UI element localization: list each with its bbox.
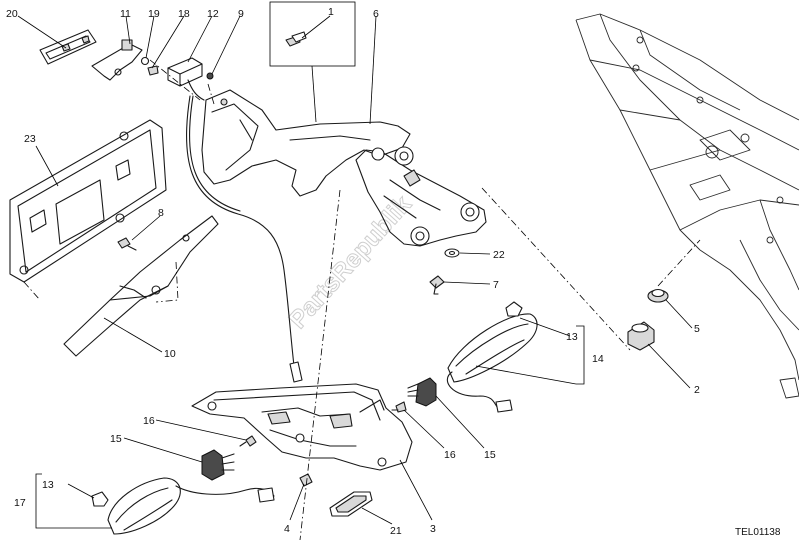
callout-15-left: 15 [110, 433, 122, 445]
callout-6: 6 [373, 8, 379, 20]
screw-8 [117, 237, 137, 251]
screw-7 [429, 275, 445, 295]
callout-16-right: 16 [444, 449, 456, 461]
callout-3: 3 [430, 523, 436, 535]
callout-1: 1 [328, 6, 334, 18]
screw-16-left [239, 435, 257, 447]
screw-16-right [391, 401, 407, 413]
callout-13-left: 13 [42, 479, 54, 491]
washer-22 [444, 248, 460, 258]
lower-undertray [191, 383, 413, 471]
rear-subframe [575, 13, 799, 399]
relay-unit [167, 57, 214, 101]
callout-8: 8 [158, 207, 164, 219]
grommet-2 [627, 321, 655, 351]
callout-21: 21 [390, 525, 402, 537]
callout-12: 12 [207, 8, 219, 20]
callout-2: 2 [694, 384, 700, 396]
callout-5: 5 [694, 323, 700, 335]
callout-labels: 20 11 19 18 12 9 1 6 23 8 10 22 7 5 2 13… [6, 6, 700, 537]
callout-20: 20 [6, 8, 18, 20]
detail-box [269, 1, 356, 67]
assembly-lines [23, 59, 701, 540]
reflector [329, 491, 373, 517]
grommet-5 [647, 288, 669, 303]
callout-18: 18 [178, 8, 190, 20]
callout-19: 19 [148, 8, 160, 20]
callout-15-right: 15 [484, 449, 496, 461]
callout-14: 14 [592, 353, 604, 365]
callout-17: 17 [14, 497, 26, 509]
wiring-harness [185, 95, 295, 367]
callout-23: 23 [24, 133, 36, 145]
callout-7: 7 [493, 279, 499, 291]
callout-9: 9 [238, 8, 244, 20]
callout-11: 11 [120, 8, 131, 20]
callout-22: 22 [493, 249, 505, 261]
plate-light-lens [39, 29, 97, 65]
watermark: PartsRepublik [284, 190, 417, 334]
right-turn-signal [407, 301, 538, 413]
harness-connector [289, 361, 303, 383]
plate-support-arm [63, 215, 219, 357]
callout-16-left: 16 [143, 415, 155, 427]
rear-mounting-bracket [201, 89, 487, 247]
callout-10: 10 [164, 348, 176, 360]
leader-lines [17, 15, 693, 529]
callout-4: 4 [284, 523, 290, 535]
screw-4 [299, 473, 313, 487]
licence-plate-holder [9, 119, 167, 283]
drawing-code: TEL01138 [735, 527, 781, 538]
left-turn-signal [91, 449, 275, 535]
callout-13-right: 13 [566, 331, 578, 343]
light-bracket [91, 39, 159, 81]
